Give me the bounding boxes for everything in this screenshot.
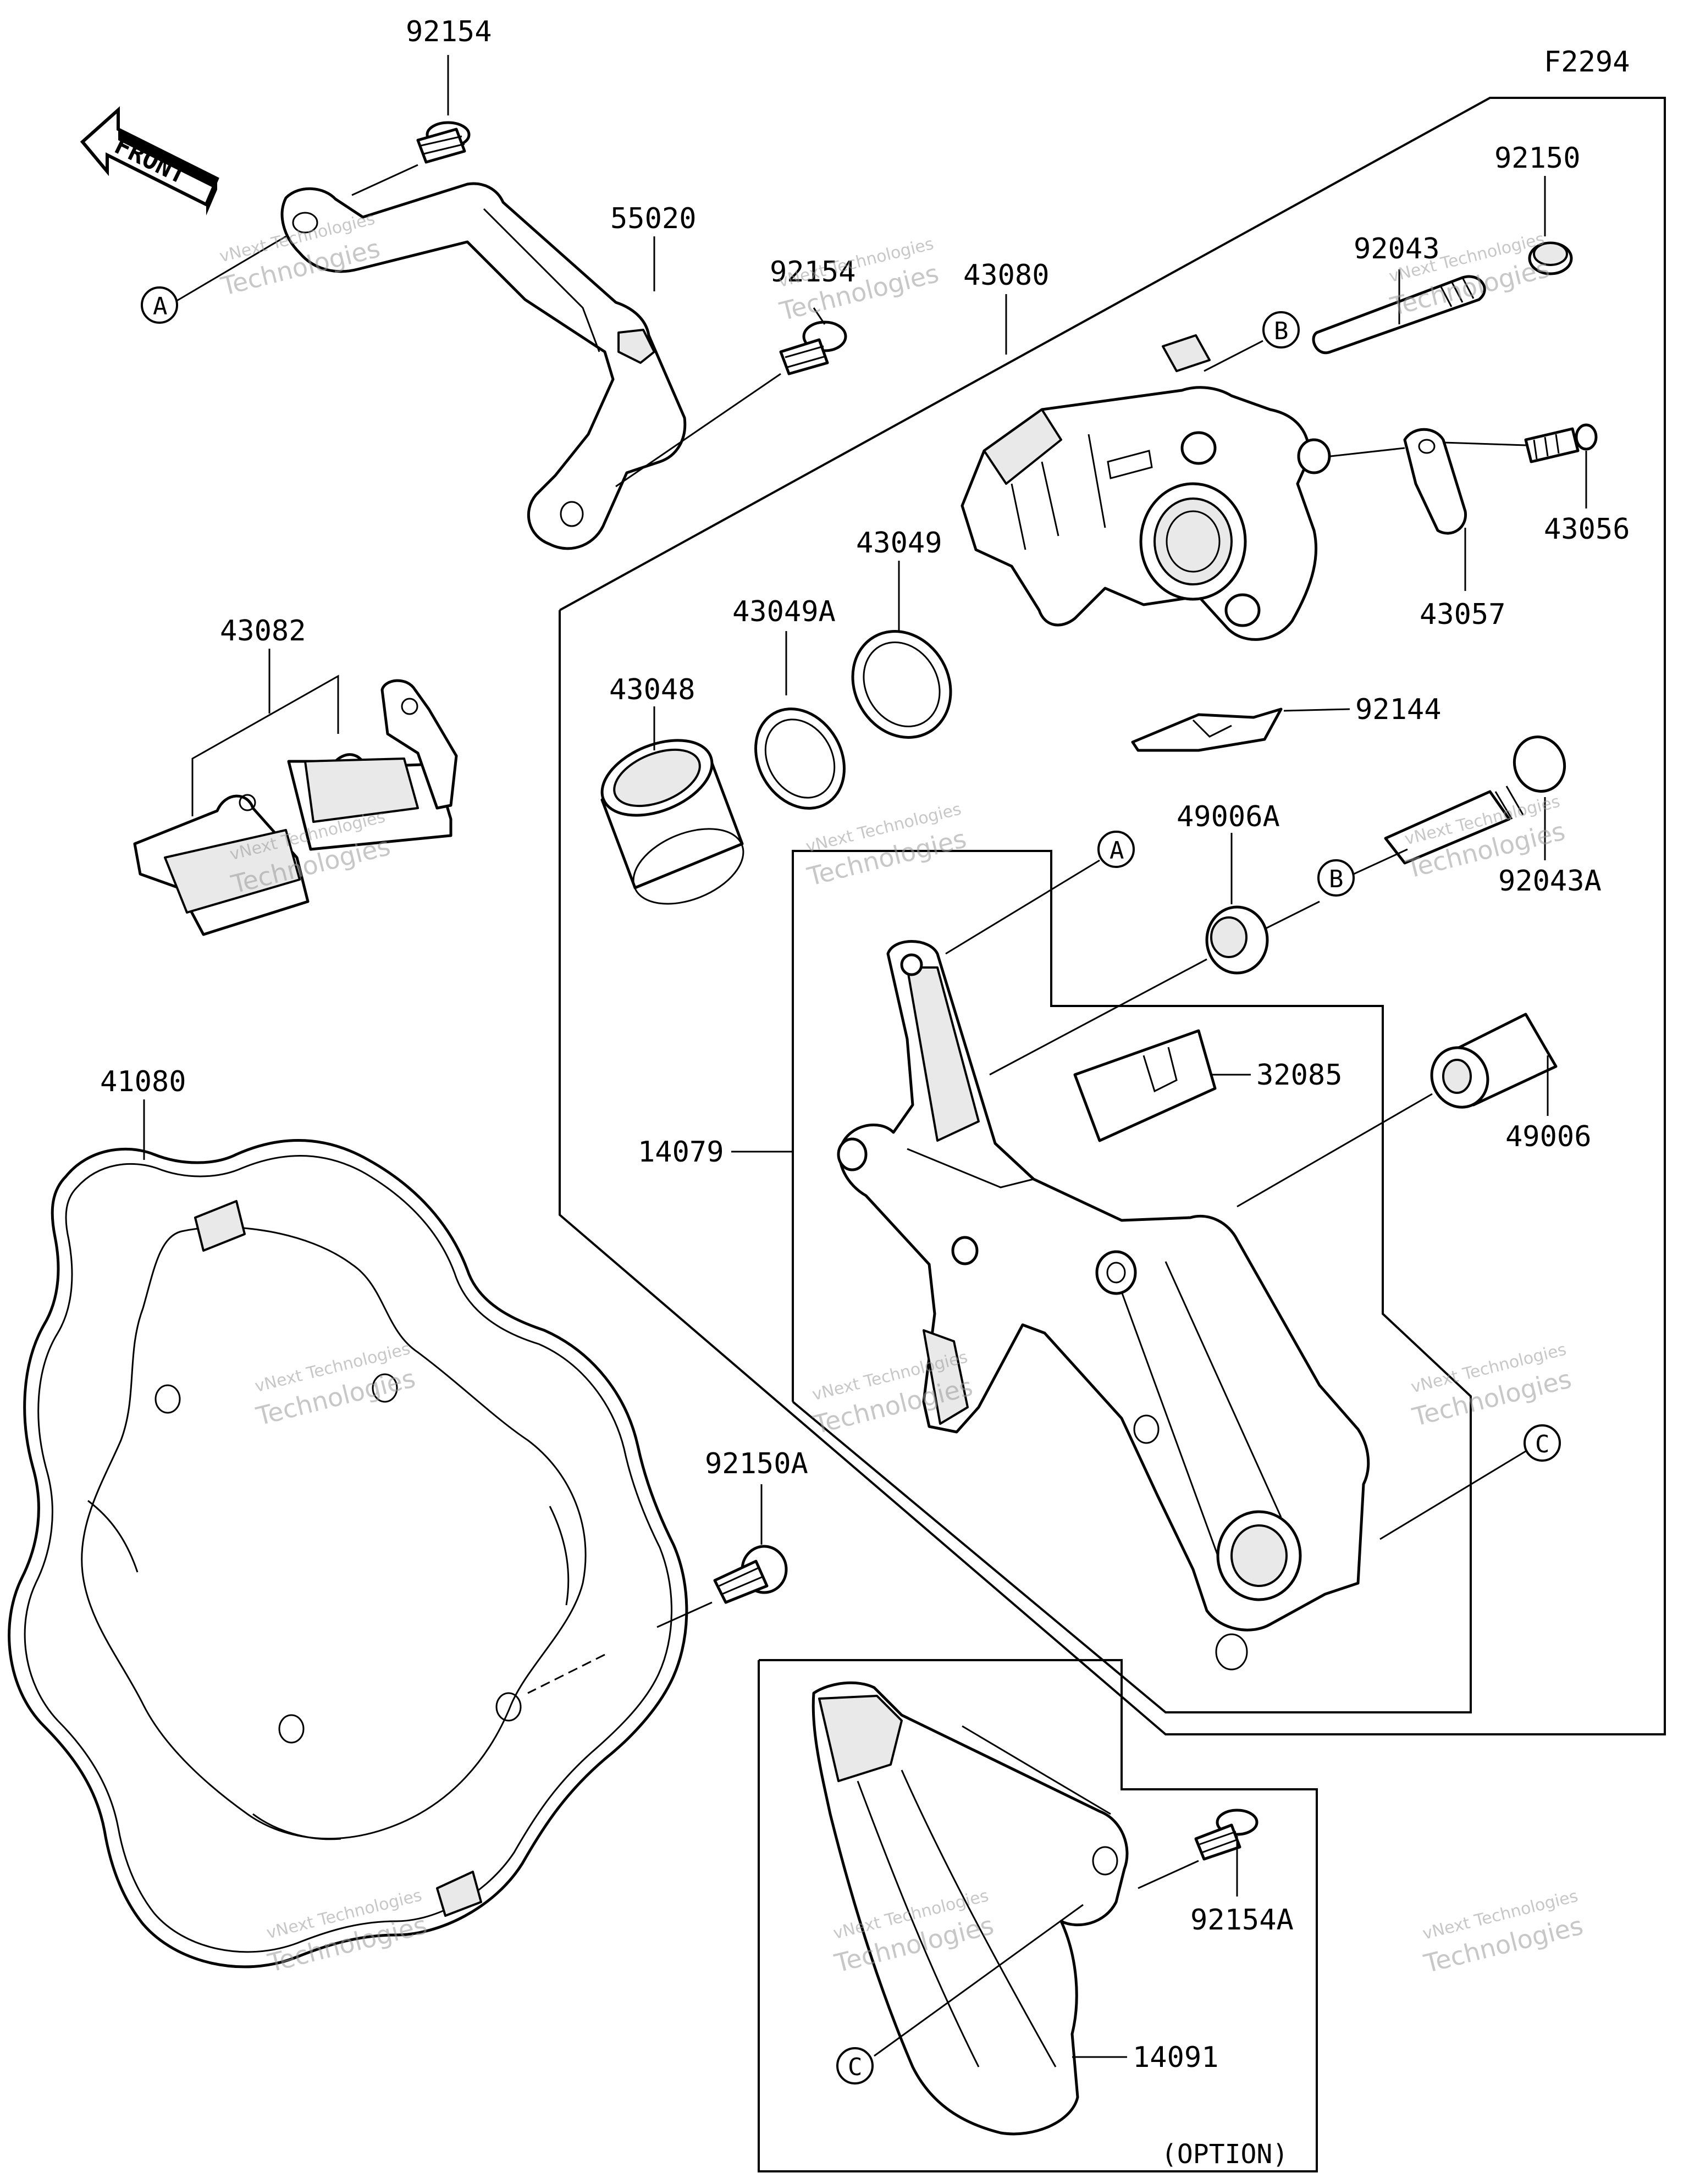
part-49006-bushing bbox=[1430, 1013, 1558, 1109]
option-group-boundary bbox=[758, 1659, 1318, 2172]
label-92154-top: 92154 bbox=[406, 15, 492, 48]
front-label: FRONT bbox=[110, 130, 191, 190]
part-43080-caliper bbox=[961, 334, 1331, 641]
label-43080: 43080 bbox=[963, 259, 1050, 292]
part-41080-brake-disc bbox=[8, 1139, 688, 1969]
leader-guard-top bbox=[962, 1725, 1111, 1815]
label-55020: 55020 bbox=[610, 202, 697, 235]
label-14079: 14079 bbox=[638, 1136, 724, 1169]
front-arrow-icon: FRONT bbox=[80, 106, 219, 215]
part-43048-piston bbox=[600, 739, 744, 905]
bracket-group-boundary bbox=[792, 850, 1472, 1713]
part-92154-bolt-top bbox=[416, 121, 471, 164]
label-43082: 43082 bbox=[220, 615, 306, 648]
part-43049-seal bbox=[851, 630, 952, 739]
leader-banjo-to-bleeder bbox=[1443, 441, 1526, 446]
label-43048: 43048 bbox=[609, 673, 696, 706]
part-92150A-bolt bbox=[713, 1545, 788, 1604]
label-49006A: 49006A bbox=[1177, 800, 1280, 833]
part-92043A-pin bbox=[1384, 736, 1566, 865]
callout-a-top bbox=[141, 286, 178, 324]
leader-92154-mid-to-bracket bbox=[615, 373, 781, 488]
leader-guard-to-c bbox=[874, 1904, 1084, 2057]
label-41080: 41080 bbox=[100, 1065, 186, 1098]
part-55020-bracket bbox=[280, 182, 687, 550]
label-92043A: 92043A bbox=[1498, 865, 1602, 898]
callout-c-right-text: C bbox=[1535, 1430, 1550, 1458]
label-43056: 43056 bbox=[1544, 513, 1630, 546]
leader-49006-to-bracket bbox=[1237, 1093, 1433, 1208]
assembly-boundary bbox=[559, 97, 1666, 1735]
label-43057: 43057 bbox=[1420, 598, 1506, 631]
leader-callout-a-mid bbox=[945, 859, 1100, 955]
label-14091: 14091 bbox=[1133, 2041, 1219, 2074]
leader-callout-b-top bbox=[1204, 340, 1263, 372]
part-92150-cap bbox=[1528, 241, 1573, 275]
callout-c-option bbox=[836, 2047, 874, 2085]
leader-43082-bracket bbox=[191, 674, 339, 816]
label-43049: 43049 bbox=[856, 527, 942, 560]
part-43082-brake-pads bbox=[133, 679, 458, 936]
leader-92150A-to-disc bbox=[656, 1601, 713, 1628]
callout-b-mid bbox=[1317, 859, 1355, 897]
part-43056-bleeder bbox=[1524, 423, 1598, 463]
part-92154-bolt-mid bbox=[779, 320, 847, 375]
callout-c-option-text: C bbox=[848, 2053, 863, 2081]
leader-bushing-to-bracket bbox=[989, 958, 1207, 1076]
leader-bushing-to-b bbox=[1264, 900, 1320, 930]
callout-a-mid-text: A bbox=[1110, 837, 1124, 865]
label-92150: 92150 bbox=[1494, 142, 1581, 175]
leader-callout-a-top bbox=[175, 235, 286, 302]
part-92154A-bolt bbox=[1194, 1809, 1259, 1861]
label-92150A: 92150A bbox=[705, 1447, 808, 1480]
label-49006: 49006 bbox=[1505, 1120, 1592, 1153]
part-14091-disc-guard bbox=[812, 1681, 1129, 2136]
leader-92154-mid bbox=[813, 307, 826, 325]
callout-a-top-text: A bbox=[153, 292, 168, 320]
leader-callout-c-right bbox=[1379, 1450, 1526, 1540]
part-43049A-dust-seal bbox=[754, 707, 846, 810]
leader-callout-b-mid bbox=[1353, 848, 1408, 875]
leader-92144 bbox=[1283, 708, 1350, 712]
figure-id: F2294 bbox=[1544, 46, 1630, 79]
part-32085-clip bbox=[1073, 1029, 1217, 1142]
label-92144: 92144 bbox=[1355, 693, 1442, 726]
leader-92154A-to-guard bbox=[1138, 1860, 1199, 1889]
part-14079-caliper-bracket bbox=[837, 940, 1370, 1671]
label-92043: 92043 bbox=[1354, 233, 1440, 266]
leader-bolt-to-bracket bbox=[351, 164, 418, 196]
callout-b-mid-text: B bbox=[1329, 865, 1344, 893]
option-label: (OPTION) bbox=[1161, 2139, 1288, 2170]
leader-caliper-to-banjo bbox=[1330, 447, 1405, 457]
part-92144-spring bbox=[1131, 707, 1283, 752]
label-92154-mid: 92154 bbox=[770, 256, 856, 289]
callout-c-right bbox=[1524, 1424, 1561, 1462]
label-32085: 32085 bbox=[1256, 1059, 1343, 1092]
callout-a-mid bbox=[1097, 831, 1135, 868]
callout-b-top bbox=[1262, 311, 1300, 349]
label-43049A: 43049A bbox=[732, 595, 836, 628]
label-92154A: 92154A bbox=[1190, 1904, 1294, 1937]
part-43057-banjo bbox=[1403, 428, 1467, 535]
part-49006A-bushing bbox=[1205, 905, 1269, 975]
callout-b-top-text: B bbox=[1274, 317, 1289, 345]
